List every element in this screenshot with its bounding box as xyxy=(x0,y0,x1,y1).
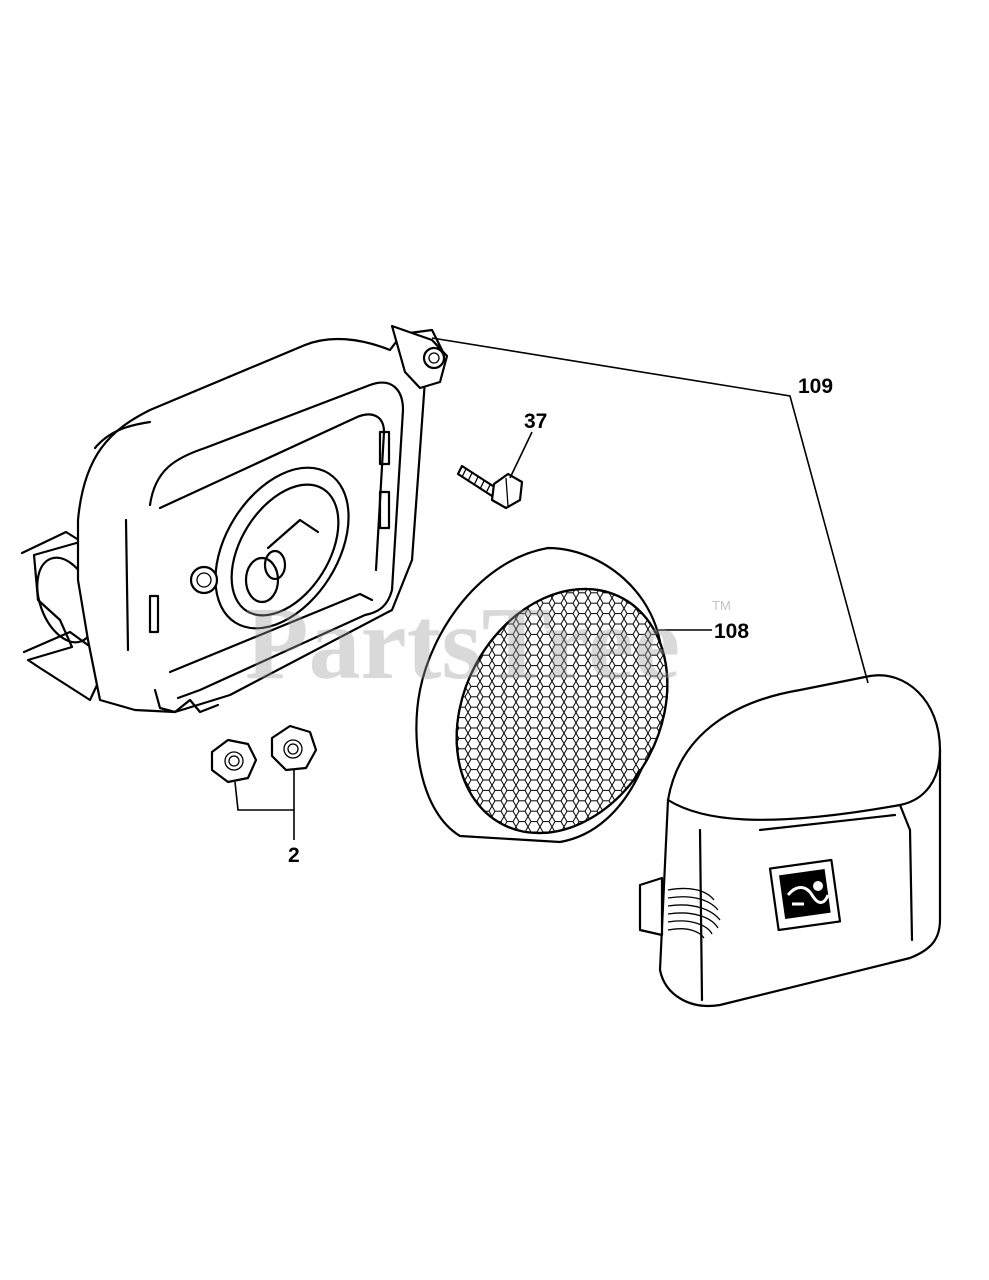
hex-nut-left xyxy=(210,738,258,784)
cover-vent-slots xyxy=(667,887,721,939)
air-filter-base xyxy=(20,324,449,714)
callout-2: 2 xyxy=(288,844,300,867)
hex-nut-right xyxy=(270,724,318,772)
callout-108: 108 xyxy=(714,620,749,643)
leader-2 xyxy=(234,770,295,840)
watermark-logo: PartsTree xyxy=(245,586,680,701)
leader-37 xyxy=(509,431,533,479)
callout-109: 109 xyxy=(798,375,833,398)
air-filter-symbol-icon xyxy=(768,858,842,932)
leader-lines xyxy=(234,337,869,840)
screw xyxy=(456,464,524,510)
air-filter-cover xyxy=(638,674,942,1008)
leader-109 xyxy=(431,337,869,684)
foam-filter-element xyxy=(415,546,680,860)
callout-37: 37 xyxy=(524,410,547,433)
watermark-trademark: TM xyxy=(712,598,731,613)
